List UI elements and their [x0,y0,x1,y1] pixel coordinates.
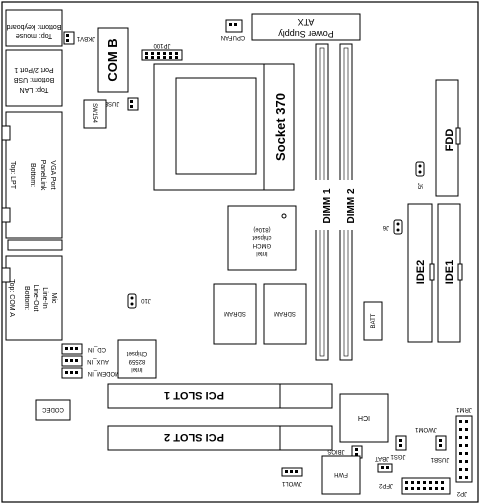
cpufan-label: CPUFAN [221,34,245,40]
ide1-label: IDE1 [444,260,456,284]
lan-top-label: Top: LAN [20,86,49,93]
socket-370-cpu [175,77,257,175]
com-mid-label: Bottom: [23,286,30,310]
j6-label: J6 [382,224,389,230]
j5-label: J5 [416,183,422,190]
jwol1-label: JWOL1 [281,480,302,486]
lan-mid-label: Bottom: USB [13,76,54,83]
lpt-mid-label: Bottom: [29,163,36,187]
sdram-1-label: SDRAM [224,310,246,316]
com-line3-label: Mic [50,293,57,304]
ich-chip [339,393,389,443]
lpt-vga-connector [5,111,63,239]
lpt-bottom-label: VGA Port [49,160,56,189]
fwh-label: FWH [334,471,348,477]
jgs1-label: JGS1 [390,453,406,459]
ide2-label: IDE2 [415,260,427,284]
j10-label: J10 [141,297,151,303]
aux-in-label: AUX_IN [87,358,109,364]
lpt-top-label: Top: LPT [9,161,16,190]
jrm1-label: JRM1 [456,406,472,412]
sdram-2-label: SDRAM [274,310,296,316]
jp100-label: JP100 [153,42,171,48]
socket-370-lever [263,63,295,191]
ps2-connector [5,9,63,47]
dimm1-label: DIMM 1 [322,188,333,223]
pci-slot-2 [107,425,333,451]
gmch-text-4: (810e) [253,226,270,232]
atx-label: ATX [298,17,315,27]
jbat-label: JBAT [375,455,390,461]
cd-in-label: CD_IN [88,346,106,352]
atx-power-connector [251,13,361,41]
pci-slot-1 [107,383,333,409]
com-line2-label: Line-In [41,287,48,309]
jusbv1-label: JUSBV1 [96,100,119,106]
jkbv1-label: JKBV1 [76,35,95,41]
gmch-text-1: Intel [256,250,267,256]
ich-label: ICH [358,414,370,421]
codec-label: CODEC [42,406,64,412]
sdram-chip-1 [213,283,257,345]
fdd-label: FDD [444,129,456,152]
com-b-label: COM B [105,38,120,81]
pci2-label: PCI SLOT 2 [164,431,224,443]
gmch-text-3: chipset [252,234,271,240]
jp100-header [141,49,183,61]
jusb1-label: JUSB1 [430,456,449,462]
codec-chip [35,399,71,421]
com-a-audio-connector [5,255,63,341]
sw154-switch [83,99,107,129]
gmch-text-2: GMCH [253,242,271,248]
batt-label: BATT [371,313,377,328]
jfp2-label: JFP2 [378,482,393,488]
chip-text-1: Intel [131,366,142,372]
lpt-mid2-label: PanelLink [39,160,46,191]
pci1-label: PCI SLOT 1 [164,389,224,401]
intel-82559-chip [117,339,157,379]
socket-label: Socket 370 [273,93,288,161]
com-top-label: Top: COM A [8,279,15,317]
jrm1-header [455,415,473,483]
jwom1-label: JWOM1 [415,426,437,432]
fwh-chip [321,455,361,495]
lan-usb-connector [5,49,63,107]
sdram-chip-2 [263,283,307,345]
sw-label: SW154 [91,103,97,123]
chip-text-2: 82559 [128,358,145,364]
com-line1-label: Line-Out [32,285,39,312]
dimm2-label: DIMM 2 [346,188,357,223]
modem-in-label: MODEM_IN [88,370,120,376]
com-b-connector [97,27,129,93]
atx-power-label: Power Supply [278,29,334,39]
lpt-edge [7,239,63,251]
battery [363,301,383,341]
jfp2-header [401,477,451,495]
jbios-label: JBIOS [327,448,344,454]
chip-text-3: Chipset [126,350,147,356]
kb-top-label: Top: mouse [16,32,52,39]
kb-bottom-label: Bottom: keyboard [6,23,61,30]
jp2-label: JP2 [456,490,467,496]
lan-bottom-label: Port 2/Port 1 [14,66,53,73]
